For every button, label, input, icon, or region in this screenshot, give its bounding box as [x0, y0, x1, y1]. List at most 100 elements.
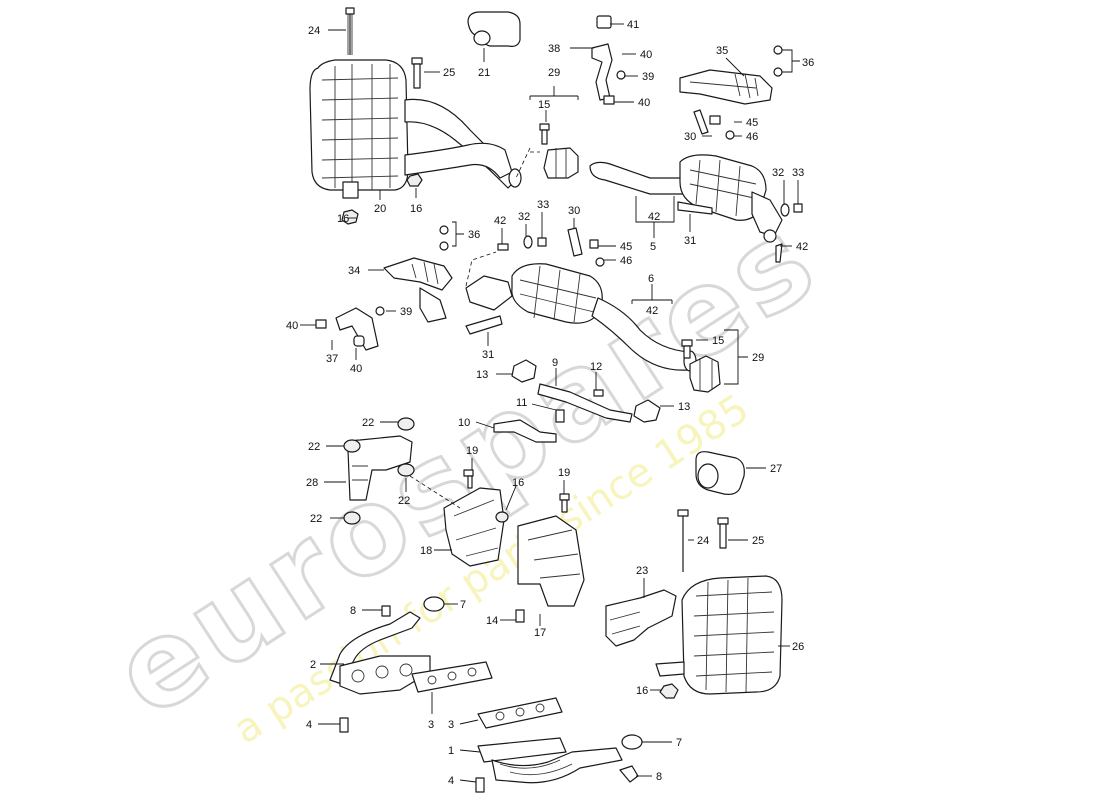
- leader-lines: [300, 23, 800, 783]
- clamp-21: [467, 11, 521, 47]
- part-label: 36: [468, 229, 480, 241]
- part-label: 35: [716, 45, 728, 57]
- part-label: 39: [642, 71, 654, 83]
- part-label: 16: [410, 203, 422, 215]
- part-label: 10: [458, 417, 470, 429]
- part-label: 30: [684, 131, 696, 143]
- bracket-38: [591, 15, 626, 105]
- bracket-17: [515, 493, 585, 623]
- part-label: 28: [306, 477, 318, 489]
- rear-silencer-lower: [605, 509, 783, 699]
- bracket-9-10-13: [493, 359, 661, 443]
- part-label: 41: [627, 19, 639, 31]
- part-label: 31: [684, 235, 696, 247]
- part-label: 21: [478, 67, 490, 79]
- nut-16-upper: [341, 173, 423, 225]
- part-label: 4: [306, 719, 312, 731]
- part-label: 3: [448, 719, 454, 731]
- part-label: 6: [648, 273, 654, 285]
- part-label: 42: [646, 305, 658, 317]
- part-label: 33: [792, 167, 804, 179]
- catalytic-converter-left: [465, 263, 697, 372]
- part-label: 45: [746, 117, 758, 129]
- part-label: 29: [548, 67, 560, 79]
- mount-28: [343, 417, 415, 525]
- part-label: 7: [460, 599, 466, 611]
- gasket-32-33-upper: [775, 203, 803, 263]
- part-label: 46: [746, 131, 758, 143]
- part-label: 22: [308, 441, 320, 453]
- clamp-29-lower: [681, 339, 721, 393]
- bolt-24-upper: [345, 7, 355, 55]
- oxygen-sensor-30-upper: [693, 109, 735, 140]
- part-label: 20: [374, 203, 386, 215]
- part-label: 16: [337, 213, 349, 225]
- part-label: 8: [350, 605, 356, 617]
- part-label: 1: [448, 745, 454, 757]
- part-label: 8: [656, 771, 662, 783]
- part-label: 22: [362, 417, 374, 429]
- part-label: 42: [796, 241, 808, 253]
- clamp-29-upper: [539, 123, 579, 179]
- part-label: 15: [712, 335, 724, 347]
- sensor-31-upper: [677, 201, 713, 215]
- part-label: 46: [620, 255, 632, 267]
- part-label: 38: [548, 43, 560, 55]
- part-label: 2: [310, 659, 316, 671]
- part-label: 40: [640, 49, 652, 61]
- part-label: 13: [678, 401, 690, 413]
- part-label: 29: [752, 352, 764, 364]
- part-label: 14: [486, 615, 498, 627]
- part-label: 27: [770, 463, 782, 475]
- part-label: 37: [326, 353, 338, 365]
- bracket-37: [315, 306, 385, 351]
- part-label: 26: [792, 641, 804, 653]
- part-label: 5: [650, 241, 656, 253]
- part-label: 12: [590, 361, 602, 373]
- part-label: 19: [466, 445, 478, 457]
- part-label: 42: [494, 215, 506, 227]
- part-label: 40: [286, 320, 298, 332]
- part-label: 22: [398, 495, 410, 507]
- part-label: 33: [537, 199, 549, 211]
- exhaust-manifold-lower: [475, 697, 643, 793]
- part-label: 34: [348, 265, 360, 277]
- exhaust-manifold-upper: [329, 596, 493, 733]
- part-label: 40: [638, 97, 650, 109]
- rear-silencer-upper: [309, 59, 522, 199]
- part-label: 18: [420, 545, 432, 557]
- part-label: 11: [516, 397, 527, 409]
- catalytic-converter-right: [589, 154, 783, 243]
- part-label: 39: [400, 306, 412, 318]
- part-label: 19: [558, 467, 570, 479]
- part-label: 16: [512, 477, 524, 489]
- part-label: 45: [620, 241, 632, 253]
- part-label: 30: [568, 205, 580, 217]
- part-label: 7: [676, 737, 682, 749]
- part-labels: 24 25 16 20 16 21 41 38 40 39 40 29 15 3…: [286, 19, 814, 787]
- part-label: 24: [697, 535, 709, 547]
- part-label: 17: [534, 627, 546, 639]
- part-label: 16: [636, 685, 648, 697]
- clamp-27: [695, 451, 745, 495]
- bracket-34: [383, 225, 453, 323]
- part-label: 9: [552, 357, 558, 369]
- part-label: 3: [428, 719, 434, 731]
- part-label: 31: [482, 349, 494, 361]
- part-label: 22: [310, 513, 322, 525]
- part-label: 25: [443, 67, 455, 79]
- part-label: 36: [802, 57, 814, 69]
- part-label: 42: [648, 211, 660, 223]
- part-label: 4: [448, 775, 454, 787]
- part-label: 32: [518, 211, 530, 223]
- part-label: 25: [752, 535, 764, 547]
- sensors-left: [465, 227, 605, 335]
- part-label: 23: [636, 565, 648, 577]
- part-label: 24: [308, 25, 320, 37]
- part-label: 32: [772, 167, 784, 179]
- part-label: 13: [476, 369, 488, 381]
- bolt-25-upper: [411, 57, 423, 89]
- part-label: 40: [350, 363, 362, 375]
